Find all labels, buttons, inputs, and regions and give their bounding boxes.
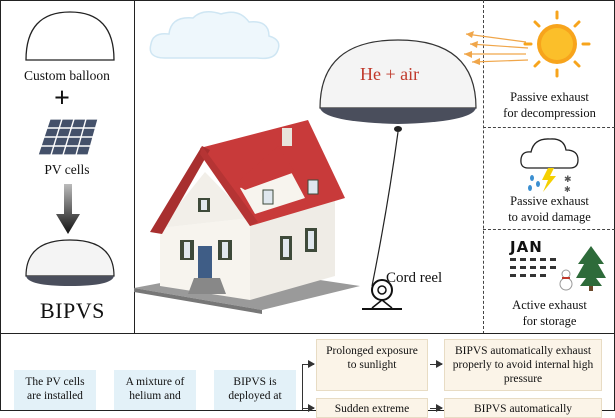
passive-decompression-line2: for decompression <box>503 106 596 120</box>
right-panel-divider <box>483 0 484 334</box>
condition-2-text: Sudden extreme <box>334 403 410 415</box>
outcome-arrow-2 <box>430 404 443 412</box>
process-panel-divider <box>0 333 615 334</box>
process-step-2-text: A mixture of helium and <box>125 376 185 402</box>
outcome-2-text: BIPVS automatically <box>473 403 573 415</box>
condition-2: Sudden extreme <box>316 398 428 418</box>
outcome-arrow-1 <box>430 360 443 368</box>
winter-tree-icon <box>576 246 606 291</box>
active-storage-line2: for storage <box>522 314 577 328</box>
cloud-icon <box>149 11 280 60</box>
plus-sign: + <box>54 83 71 114</box>
process-step-2: A mixture of helium and <box>114 370 196 410</box>
balloon-gas-label: He + air <box>360 64 420 84</box>
passive-decompression-line1: Passive exhaust <box>510 90 589 104</box>
pv-cells-panel-icon <box>37 118 99 156</box>
snowman-icon <box>559 269 573 291</box>
branch-connector <box>302 364 303 410</box>
down-arrow-icon <box>56 184 80 234</box>
right-divider-2 <box>483 229 615 230</box>
branch-arrow-2 <box>302 404 315 412</box>
pv-cells-label: PV cells <box>44 162 90 177</box>
cord-reel-icon <box>362 279 402 310</box>
process-step-1-text: The PV cells are installed <box>25 376 85 402</box>
svg-text:✱: ✱ <box>564 185 571 194</box>
bipvs-dome-icon <box>25 239 115 286</box>
right-divider-1 <box>483 127 615 128</box>
bipvs-label: BIPVS <box>40 298 105 323</box>
svg-text:✱: ✱ <box>564 175 572 185</box>
outcome-1: BIPVS automatically exhaust properly to … <box>444 339 602 391</box>
custom-balloon-dome-icon <box>25 11 115 61</box>
branch-arrow-1 <box>302 360 315 368</box>
process-step-1: The PV cells are installed <box>14 370 96 410</box>
condition-1-text: Prolonged exposure to sunlight <box>326 345 418 371</box>
house-illustration <box>134 120 360 314</box>
storm-cloud-icon: ✱ ✱ <box>520 138 579 194</box>
tethered-balloon <box>319 39 477 287</box>
process-step-3: BIPVS is deployed at <box>214 370 296 410</box>
custom-balloon-label: Custom balloon <box>24 68 110 83</box>
outcome-1-text: BIPVS automatically exhaust properly to … <box>452 345 594 385</box>
condition-1: Prolonged exposure to sunlight <box>316 339 428 391</box>
sun-icon <box>464 10 591 78</box>
calendar-month-label: JAN <box>510 238 543 256</box>
outcome-2: BIPVS automatically <box>444 398 602 418</box>
passive-damage-line2: to avoid damage <box>508 210 591 224</box>
passive-damage-line1: Passive exhaust <box>510 194 589 208</box>
process-step-3-text: BIPVS is deployed at <box>228 376 282 402</box>
calendar-grid-icon <box>510 258 556 277</box>
cord-reel-label: Cord reel <box>386 270 443 286</box>
left-panel-divider <box>134 0 135 334</box>
active-storage-line1: Active exhaust <box>512 298 587 312</box>
